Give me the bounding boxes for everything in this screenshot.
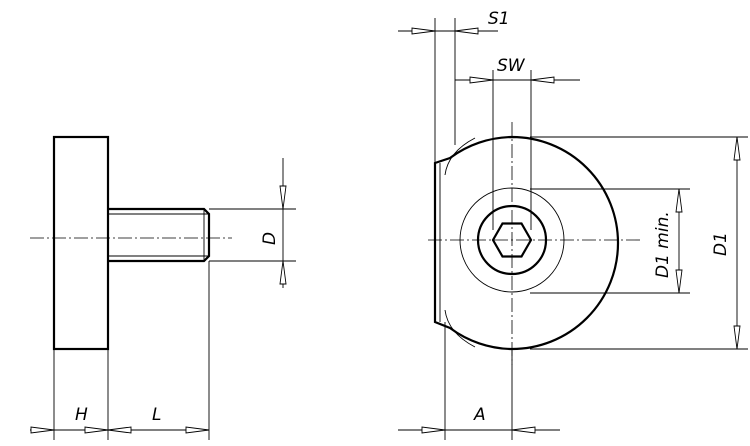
arrow-d1-bottom — [733, 325, 741, 350]
arrow-sw-right — [530, 76, 555, 84]
arrow-d1-top — [733, 136, 741, 161]
label-d: D — [260, 232, 280, 245]
arrow-a-left — [421, 426, 446, 434]
arrow-l-right — [185, 426, 210, 434]
flat-edge-curve-bottom — [444, 309, 476, 348]
arrow-h-right — [84, 426, 109, 434]
label-s1: S1 — [488, 9, 510, 29]
arrow-h-left — [30, 426, 55, 434]
flat-edge-curve — [444, 137, 476, 176]
label-d1: D1 — [711, 232, 731, 256]
threaded-shank — [108, 207, 211, 263]
label-sw: SW — [497, 56, 526, 76]
arrow-sw-left — [469, 76, 494, 84]
front-view: S1 SW A D1 min. D1 — [398, 9, 748, 440]
hex-socket — [491, 222, 533, 258]
label-d1-min: D1 min. — [653, 211, 673, 278]
arrow-a-right — [511, 426, 536, 434]
arrow-s1-right — [454, 27, 479, 35]
head-disc-outline — [433, 135, 620, 351]
arrow-s1-left — [411, 27, 436, 35]
arrow-l-left — [107, 426, 132, 434]
label-a: A — [473, 405, 486, 425]
head-disc-side — [52, 135, 110, 351]
label-l: L — [152, 405, 161, 425]
side-view: H L D — [30, 135, 296, 440]
label-h: H — [75, 405, 88, 425]
arrow-d-top — [279, 185, 287, 210]
arrow-d1min-top — [675, 188, 683, 213]
arrow-d-bottom — [279, 260, 287, 285]
arrow-d1min-bottom — [675, 269, 683, 294]
